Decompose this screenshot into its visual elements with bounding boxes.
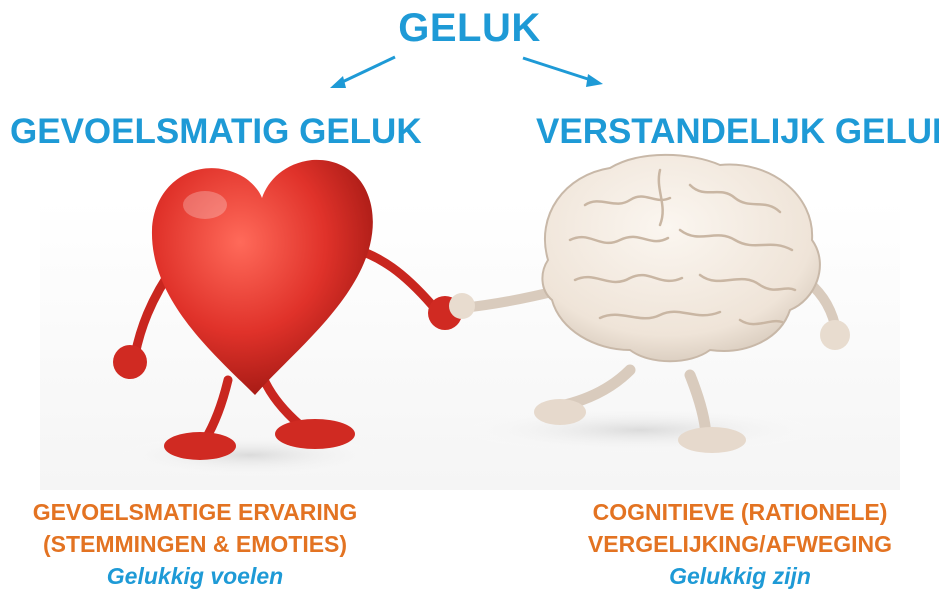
right-description: COGNITIEVE (RATIONELE) VERGELIJKING/AFWE… [550,496,930,592]
heading-verstandelijk: VERSTANDELIJK GELUK [536,112,939,151]
right-subtitle: Gelukkig zijn [669,563,811,589]
left-line-1: GEVOELSMATIGE ERVARING [32,499,358,525]
heading-gevoelsmatig: GEVOELSMATIG GELUK [10,112,422,151]
arrow-right-icon [522,56,603,87]
main-title: GELUK [398,6,541,50]
left-line-2: (STEMMINGEN & EMOTIES) [42,531,348,557]
arrow-left-icon [330,55,396,88]
left-description: GEVOELSMATIGE ERVARING (STEMMINGEN & EMO… [0,496,405,592]
brain-character-icon [449,153,850,453]
right-line-2: VERGELIJKING/AFWEGING [587,531,893,557]
heart-character-icon [113,159,462,460]
left-subtitle: Gelukkig voelen [106,563,284,589]
right-line-1: COGNITIEVE (RATIONELE) [592,499,888,525]
